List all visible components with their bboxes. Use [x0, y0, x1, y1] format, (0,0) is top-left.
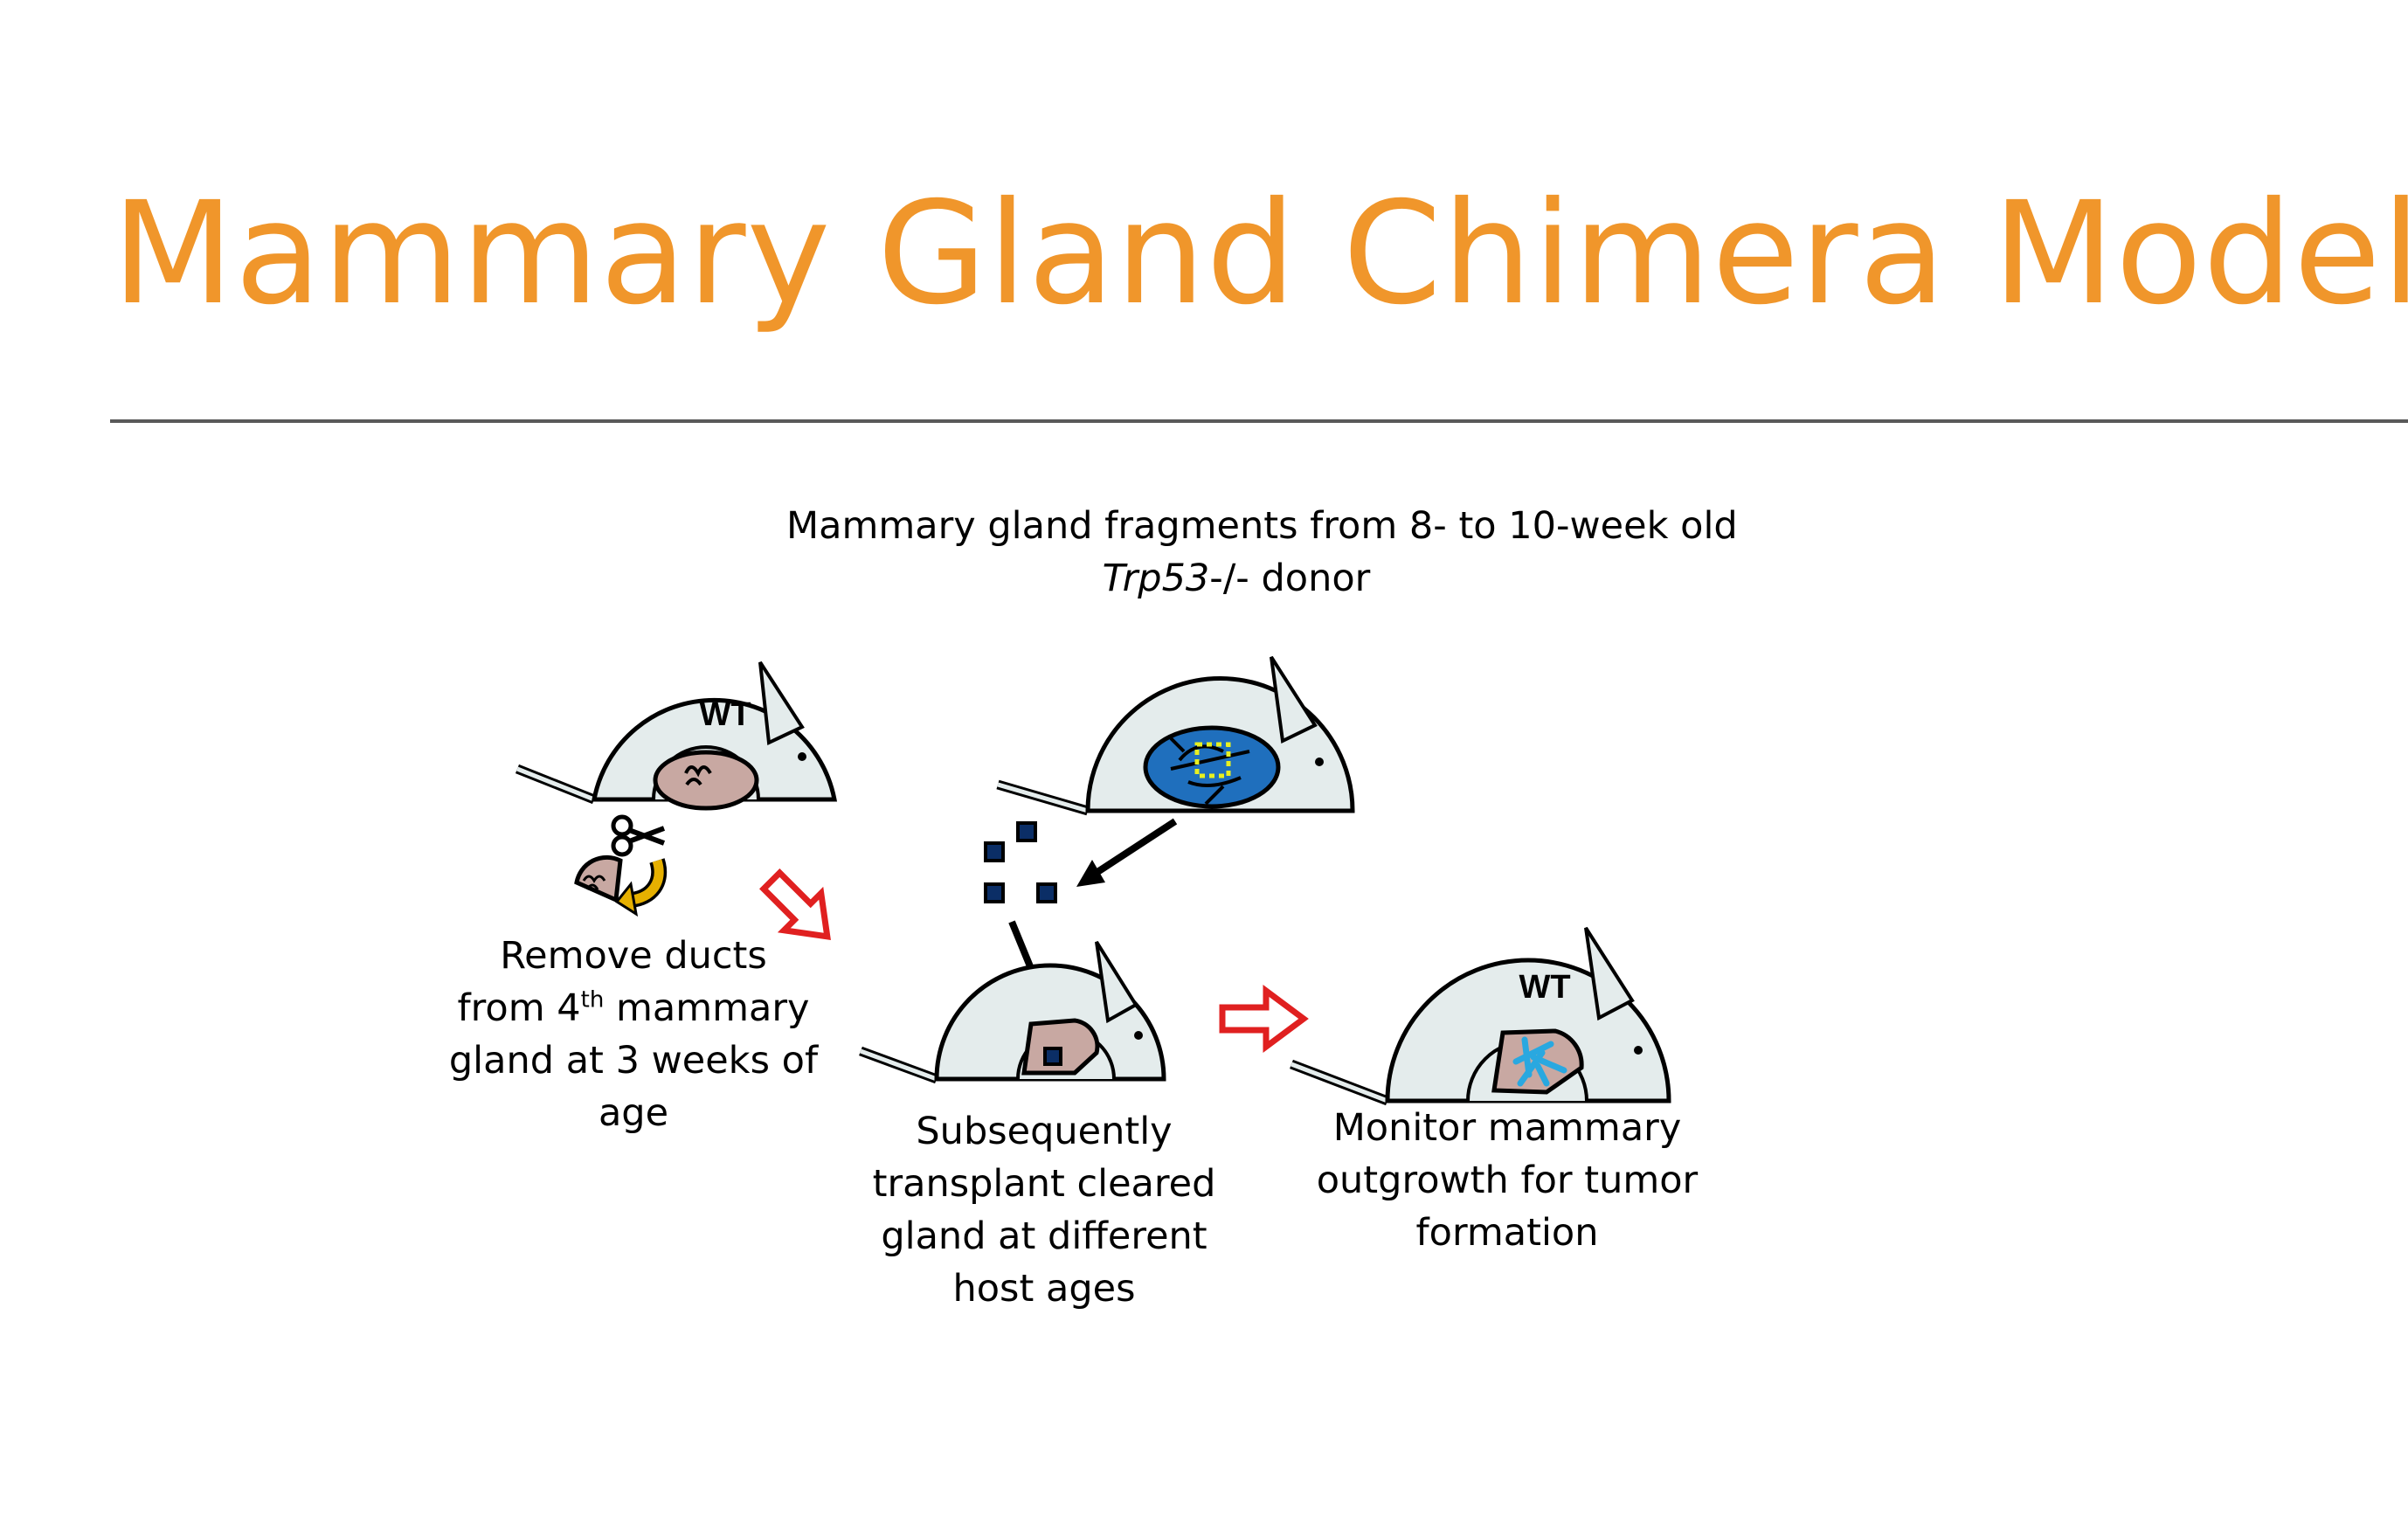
donor-caption: Mammary gland fragments from 8- to 10-we… [786, 500, 1738, 605]
host-mouse-icon [859, 940, 1166, 1084]
step2-caption: Subsequently transplant cleared gland at… [852, 1105, 1236, 1315]
outgrowth-mouse-icon [1290, 926, 1671, 1106]
donor-gene: Trp53 [1102, 557, 1210, 600]
donor-caption-line1: Mammary gland fragments from 8- to 10-we… [786, 504, 1738, 548]
slide-title: Mammary Gland Chimera Models [112, 172, 2408, 336]
step1-line2-post: mammary [604, 986, 810, 1030]
curved-arrow-icon [614, 858, 668, 917]
step2-line1: Subsequently [916, 1110, 1173, 1153]
step3-line3: formation [1415, 1211, 1599, 1255]
outgrowth-mouse-label: WT [1519, 969, 1570, 1006]
step1-line2-sup: th [580, 986, 605, 1014]
step1-line3: gland at 3 weeks of [448, 1039, 819, 1083]
wt-mouse-icon [515, 661, 838, 811]
step1-line4: age [598, 1091, 669, 1135]
removed-duct-icon [574, 854, 623, 903]
outline-arrow-icon [759, 868, 831, 940]
title-divider [110, 419, 2408, 423]
step1-line2-pre: from 4 [457, 986, 581, 1030]
step3-line1: Monitor mammary [1332, 1106, 1682, 1150]
step1-line1: Remove ducts [500, 934, 767, 978]
fragment-cube-icon [984, 821, 1057, 903]
outline-arrow-icon [1219, 985, 1309, 1053]
step2-line2: transplant cleared [872, 1162, 1216, 1206]
step1-line2: from 4th mammary [437, 982, 830, 1034]
step3-line2: outgrowth for tumor [1316, 1159, 1699, 1202]
wt-mouse-label: WT [699, 696, 751, 733]
donor-caption-line2: Trp53-/- donor [786, 552, 1686, 605]
donor-mouse-icon [996, 655, 1355, 816]
step3-caption: Monitor mammary outgrowth for tumor form… [1306, 1102, 1708, 1259]
step2-line3: gland at different [881, 1214, 1207, 1258]
step2-line4: host ages [952, 1267, 1136, 1311]
scissors-icon [611, 814, 666, 857]
step1-caption: Remove ducts from 4th mammary gland at 3… [437, 930, 830, 1139]
donor-genotype: -/- donor [1209, 557, 1371, 600]
